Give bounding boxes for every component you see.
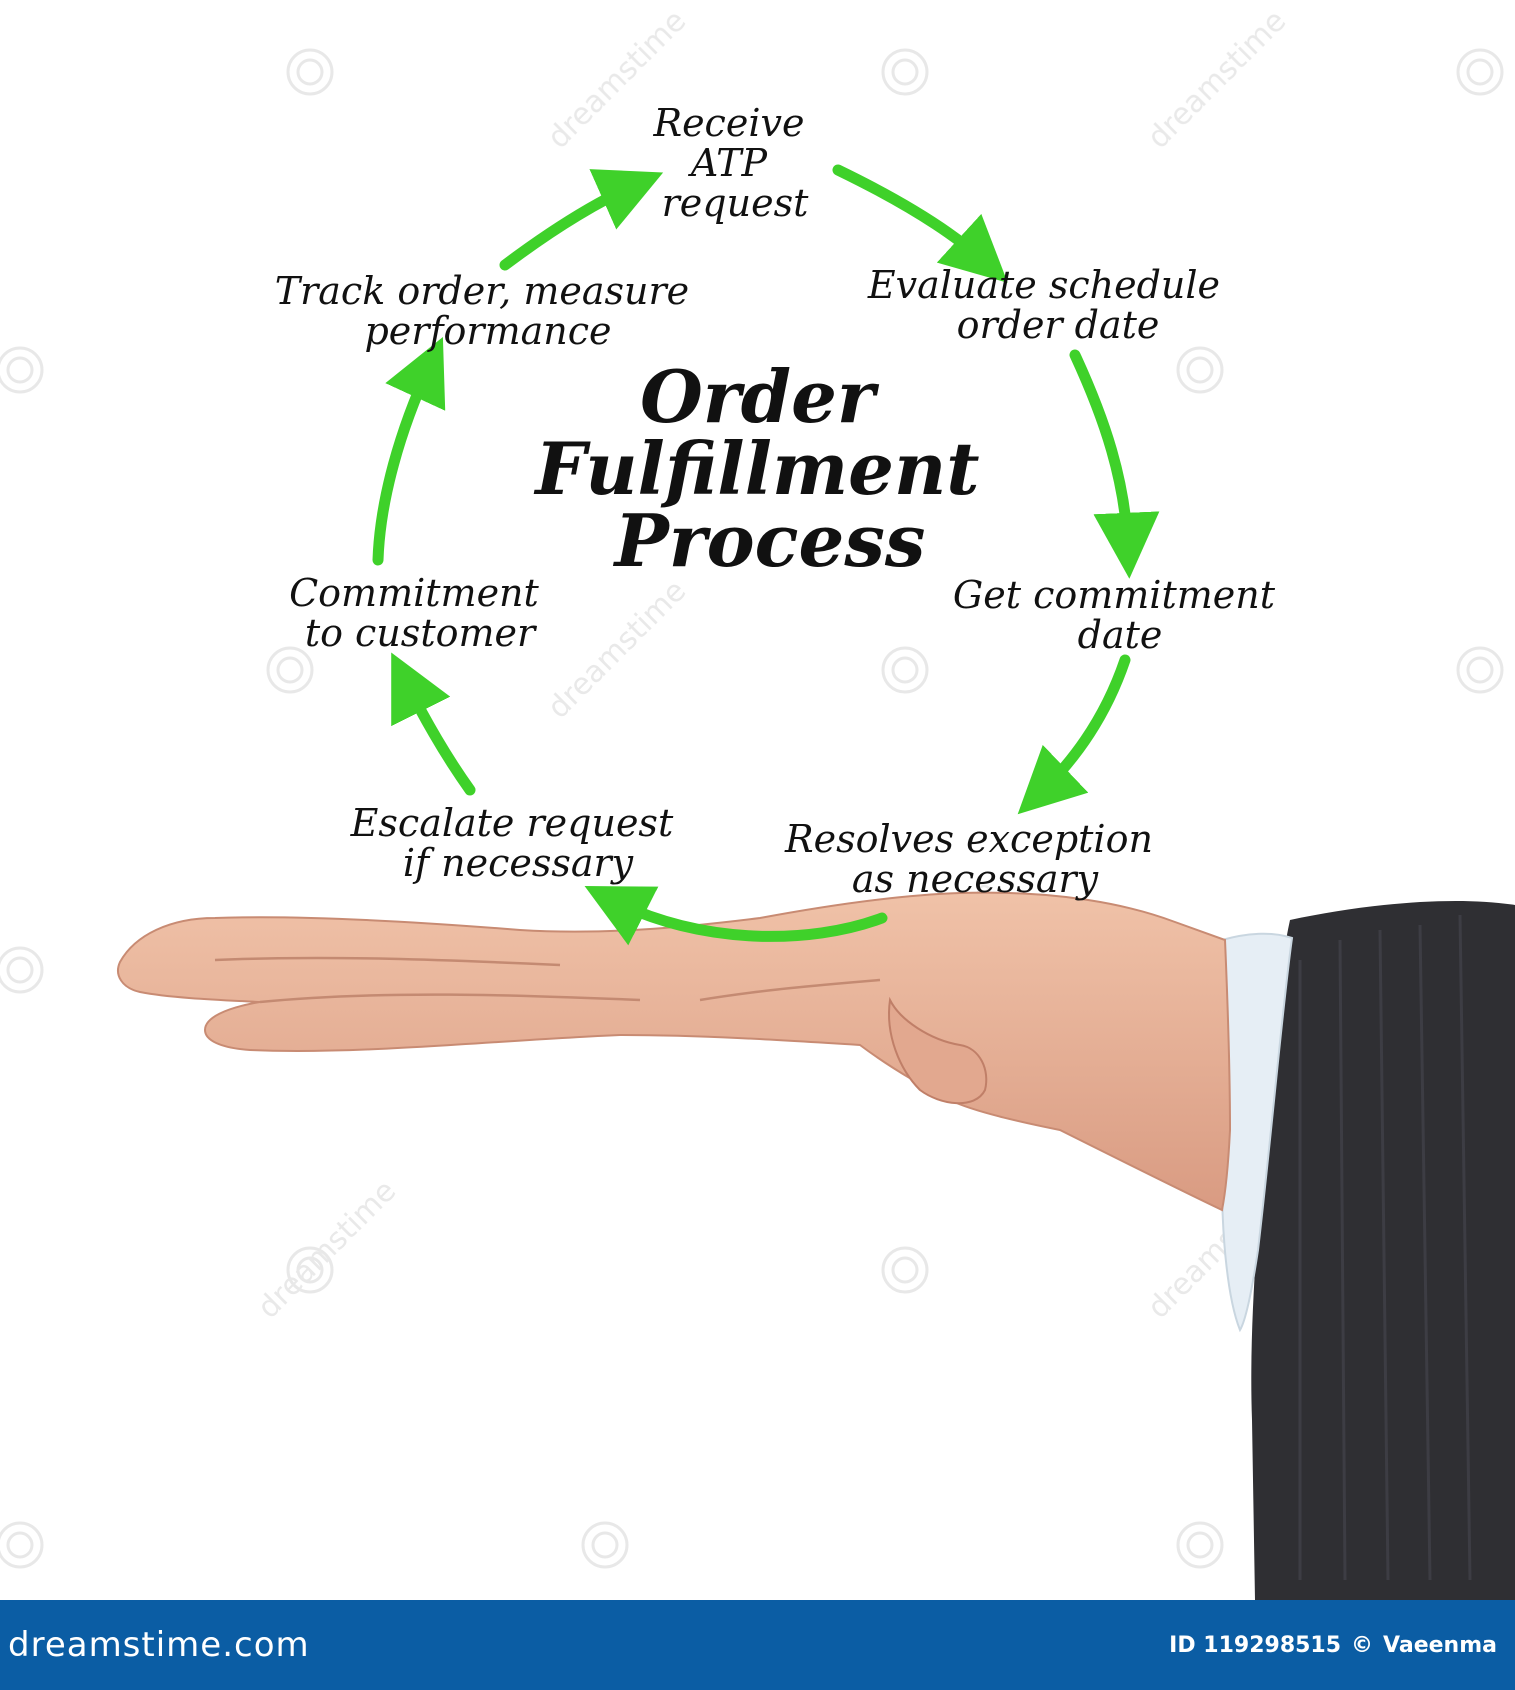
arrow-customer-to-track	[378, 365, 430, 560]
step-commitment-to-customer: Commitment to customer	[289, 571, 551, 655]
open-hand	[118, 893, 1230, 1210]
step-line: Get commitment	[953, 573, 1276, 617]
footer-credit: ID 119298515 © Vaeenma	[1169, 1633, 1497, 1658]
step-line: as necessary	[852, 857, 1099, 901]
diagram-title: Order Fulfillment Process	[533, 354, 1004, 583]
step-track-order: Track order, measure performance	[275, 269, 701, 353]
step-line: Receive	[652, 101, 804, 145]
author-name[interactable]: Vaeenma	[1383, 1633, 1497, 1658]
step-line: request	[662, 181, 809, 225]
watermark-text: dreamstime	[251, 1173, 403, 1325]
step-escalate-request: Escalate request if necessary	[350, 801, 686, 885]
watermark-text: dreamstime	[1141, 3, 1293, 155]
watermark-text: dreamstime	[541, 573, 693, 725]
step-line: Evaluate schedule	[867, 263, 1220, 307]
arrow-commitment-date-to-resolves	[1040, 660, 1125, 793]
step-resolves-exception: Resolves exception as necessary	[784, 817, 1165, 901]
step-line: date	[1078, 613, 1163, 657]
step-line: Track order, measure	[275, 269, 689, 313]
arrow-receive-to-evaluate	[838, 170, 985, 262]
title-line: Process	[613, 498, 926, 583]
arrow-track-to-receive	[505, 185, 635, 265]
copyright-icon: ©	[1351, 1633, 1373, 1658]
arrow-evaluate-to-commitment-date	[1075, 355, 1128, 548]
footer-brand[interactable]: dreamstime.com	[8, 1625, 310, 1665]
step-get-commitment-date: Get commitment date	[953, 573, 1287, 657]
arrow-escalate-to-customer	[405, 680, 470, 790]
step-line: ATP	[688, 141, 769, 185]
step-line: if necessary	[403, 841, 634, 885]
suit-sleeve	[1251, 901, 1515, 1600]
step-line: to customer	[305, 611, 538, 655]
step-evaluate-schedule: Evaluate schedule order date	[867, 263, 1232, 347]
step-line: Resolves exception	[784, 817, 1153, 861]
step-receive-atp-request: Receive ATP request	[652, 101, 816, 225]
step-line: order date	[957, 303, 1160, 347]
step-line: performance	[364, 309, 611, 353]
image-id: ID 119298515	[1169, 1633, 1341, 1658]
step-line: Commitment	[289, 571, 539, 615]
step-line: Escalate request	[350, 801, 674, 845]
stock-footer-bar: dreamstime.com ID 119298515 © Vaeenma	[0, 1600, 1515, 1690]
